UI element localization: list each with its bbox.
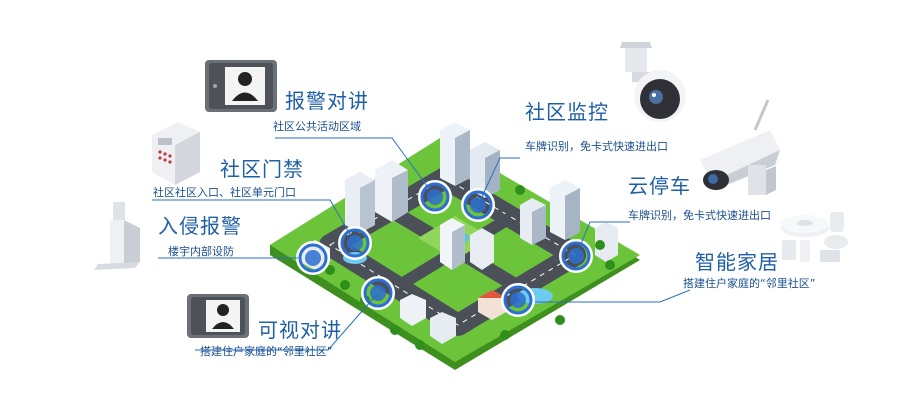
smart-home-title: 智能家居 [695,250,779,274]
dome-camera-icon [620,42,686,122]
cloud-parking-title: 云停车 [628,174,691,198]
community-monitor-subtitle: 车牌识别，免卡式快速进出口 [525,140,668,153]
smart-home-subtitle: 搭建住户家庭的“邻里社区” [683,277,816,290]
intrusion-alarm-subtitle: 楼宇内部设防 [168,245,234,258]
video-intercom-subtitle: 搭建住户家庭的“邻里社区” [200,345,333,358]
leader-smart-home [535,289,691,303]
smart-home-devices-icon [781,212,848,262]
hotspot-smart-home[interactable] [501,283,535,317]
intercom-monitor-icon [205,60,277,112]
alarm-intercom-subtitle: 社区公共活动区域 [273,120,361,133]
access-control-title: 社区门禁 [220,157,304,181]
leader-video-intercom [195,292,379,351]
intercom-monitor-bottom-icon [187,294,249,338]
video-intercom-title: 可视对讲 [258,318,342,342]
access-keypad-icon [152,122,200,185]
intrusion-alarm-title: 入侵报警 [158,214,242,238]
leader-cloud-parking [575,221,630,257]
leader-access-control [152,199,356,244]
community-monitor-title: 社区监控 [525,100,609,124]
leader-lines [152,137,691,351]
bullet-camera-icon [700,99,780,195]
access-control-subtitle: 社区社区入口、社区单元门口 [153,186,296,199]
alarm-intercom-title: 报警对讲 [285,89,369,113]
intrusion-sensor-icon [94,202,140,270]
leader-community-monitor [477,157,520,206]
cloud-parking-subtitle: 车牌识别，免卡式快速进出口 [628,209,771,222]
leader-alarm-intercom [275,137,436,198]
hotspot-community-monitor[interactable] [461,188,495,222]
